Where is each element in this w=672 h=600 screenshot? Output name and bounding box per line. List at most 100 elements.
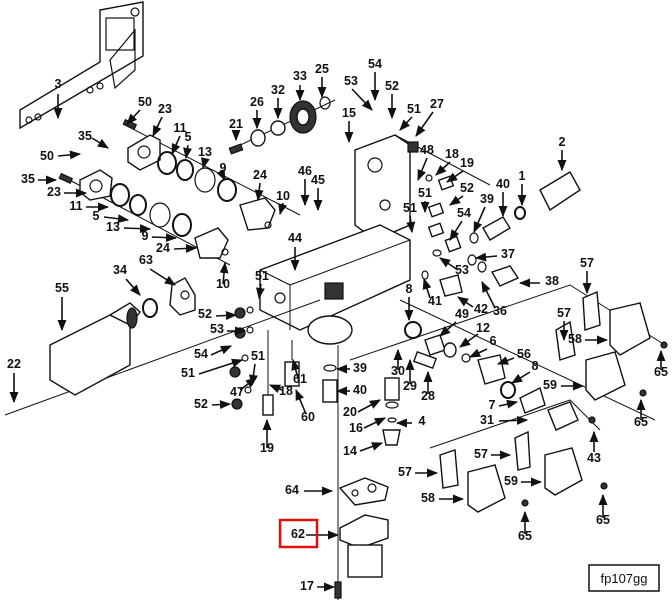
callout-51[interactable]: 51	[403, 201, 417, 215]
callout-31[interactable]: 31	[480, 413, 494, 427]
callout-23[interactable]: 23	[47, 185, 61, 199]
callout-37[interactable]: 37	[501, 247, 515, 261]
callout-59[interactable]: 59	[543, 378, 557, 392]
callout-4[interactable]: 4	[419, 414, 426, 428]
callout-38[interactable]: 38	[545, 274, 559, 288]
callout-19[interactable]: 19	[460, 156, 474, 170]
callout-59[interactable]: 59	[504, 474, 518, 488]
callout-51[interactable]: 51	[181, 366, 195, 380]
callout-56[interactable]: 56	[517, 347, 531, 361]
callout-52[interactable]: 52	[385, 79, 399, 93]
callout-28[interactable]: 28	[421, 389, 435, 403]
callout-29[interactable]: 29	[403, 379, 417, 393]
callout-65[interactable]: 65	[518, 529, 532, 543]
callout-42[interactable]: 42	[474, 302, 488, 316]
callout-10[interactable]: 10	[216, 277, 230, 291]
callout-57[interactable]: 57	[557, 306, 571, 320]
callout-63[interactable]: 63	[139, 253, 153, 267]
callout-40[interactable]: 40	[353, 383, 367, 397]
callout-52[interactable]: 52	[194, 397, 208, 411]
callout-54[interactable]: 54	[368, 57, 382, 71]
callout-55[interactable]: 55	[55, 281, 69, 295]
callout-65[interactable]: 65	[634, 415, 648, 429]
callout-39[interactable]: 39	[353, 361, 367, 375]
callout-23[interactable]: 23	[158, 102, 172, 116]
callout-48[interactable]: 48	[420, 143, 434, 157]
callout-18[interactable]: 18	[279, 384, 293, 398]
callout-62[interactable]: 62	[291, 527, 305, 541]
callout-26[interactable]: 26	[250, 95, 264, 109]
callout-19[interactable]: 19	[260, 441, 274, 455]
callout-11[interactable]: 11	[69, 199, 82, 213]
callout-34[interactable]: 34	[113, 263, 127, 277]
callout-10[interactable]: 10	[276, 189, 290, 203]
callout-25[interactable]: 25	[315, 62, 329, 76]
callout-43[interactable]: 43	[587, 451, 601, 465]
callout-16[interactable]: 16	[349, 421, 363, 435]
callout-35[interactable]: 35	[21, 172, 35, 186]
callout-20[interactable]: 20	[343, 405, 357, 419]
callout-33[interactable]: 33	[293, 69, 307, 83]
callout-57[interactable]: 57	[398, 465, 412, 479]
callout-41[interactable]: 41	[428, 294, 442, 308]
callout-52[interactable]: 52	[460, 181, 474, 195]
callout-47[interactable]: 47	[230, 385, 244, 399]
callout-39[interactable]: 39	[480, 192, 494, 206]
callout-6[interactable]: 6	[490, 334, 497, 348]
callout-44[interactable]: 44	[288, 231, 302, 245]
callout-40[interactable]: 40	[496, 177, 510, 191]
callout-49[interactable]: 49	[455, 307, 469, 321]
callout-53[interactable]: 53	[455, 263, 469, 277]
callout-24[interactable]: 24	[253, 168, 267, 182]
callout-36[interactable]: 36	[493, 304, 507, 318]
callout-18[interactable]: 18	[445, 147, 459, 161]
callout-51[interactable]: 51	[255, 269, 269, 283]
callout-30[interactable]: 30	[391, 364, 405, 378]
callout-13[interactable]: 13	[106, 220, 120, 234]
callout-61[interactable]: 61	[293, 372, 307, 386]
callout-60[interactable]: 60	[301, 410, 315, 424]
callout-57[interactable]: 57	[474, 447, 488, 461]
callout-58[interactable]: 58	[421, 491, 435, 505]
callout-50[interactable]: 50	[40, 149, 54, 163]
callout-32[interactable]: 32	[271, 83, 285, 97]
callout-27[interactable]: 27	[430, 97, 444, 111]
callout-7[interactable]: 7	[489, 398, 496, 412]
callout-46[interactable]: 46	[298, 164, 312, 178]
callout-13[interactable]: 13	[198, 145, 212, 159]
callout-53[interactable]: 53	[344, 74, 358, 88]
callout-12[interactable]: 12	[476, 321, 490, 335]
callout-54[interactable]: 54	[457, 206, 471, 220]
callout-45[interactable]: 45	[311, 173, 325, 187]
callout-17[interactable]: 17	[300, 579, 314, 593]
callout-2[interactable]: 2	[559, 135, 566, 149]
callout-54[interactable]: 54	[194, 347, 208, 361]
callout-8[interactable]: 8	[406, 282, 413, 296]
callout-35[interactable]: 35	[78, 129, 92, 143]
callout-65[interactable]: 65	[596, 513, 610, 527]
callout-50[interactable]: 50	[138, 95, 152, 109]
callout-65[interactable]: 65	[654, 365, 668, 379]
hydraulic-pump-55	[4, 277, 321, 416]
callout-1[interactable]: 1	[519, 169, 526, 183]
callout-11[interactable]: 11	[173, 121, 186, 135]
callout-9[interactable]: 9	[142, 229, 149, 243]
callout-8[interactable]: 8	[532, 359, 539, 373]
callout-21[interactable]: 21	[229, 117, 243, 131]
callout-53[interactable]: 53	[210, 322, 224, 336]
callout-5[interactable]: 5	[185, 130, 192, 144]
callout-52[interactable]: 52	[198, 307, 212, 321]
callout-15[interactable]: 15	[342, 106, 356, 120]
callout-22[interactable]: 22	[7, 357, 21, 371]
callout-57[interactable]: 57	[580, 256, 594, 270]
callout-5[interactable]: 5	[93, 209, 100, 223]
callout-3[interactable]: 3	[55, 77, 62, 91]
callout-9[interactable]: 9	[220, 161, 227, 175]
callout-58[interactable]: 58	[568, 332, 582, 346]
callout-14[interactable]: 14	[343, 444, 357, 458]
callout-24[interactable]: 24	[156, 241, 170, 255]
callout-64[interactable]: 64	[285, 483, 299, 497]
callout-51[interactable]: 51	[418, 186, 432, 200]
callout-51[interactable]: 51	[251, 349, 265, 363]
callout-51[interactable]: 51	[407, 102, 421, 116]
